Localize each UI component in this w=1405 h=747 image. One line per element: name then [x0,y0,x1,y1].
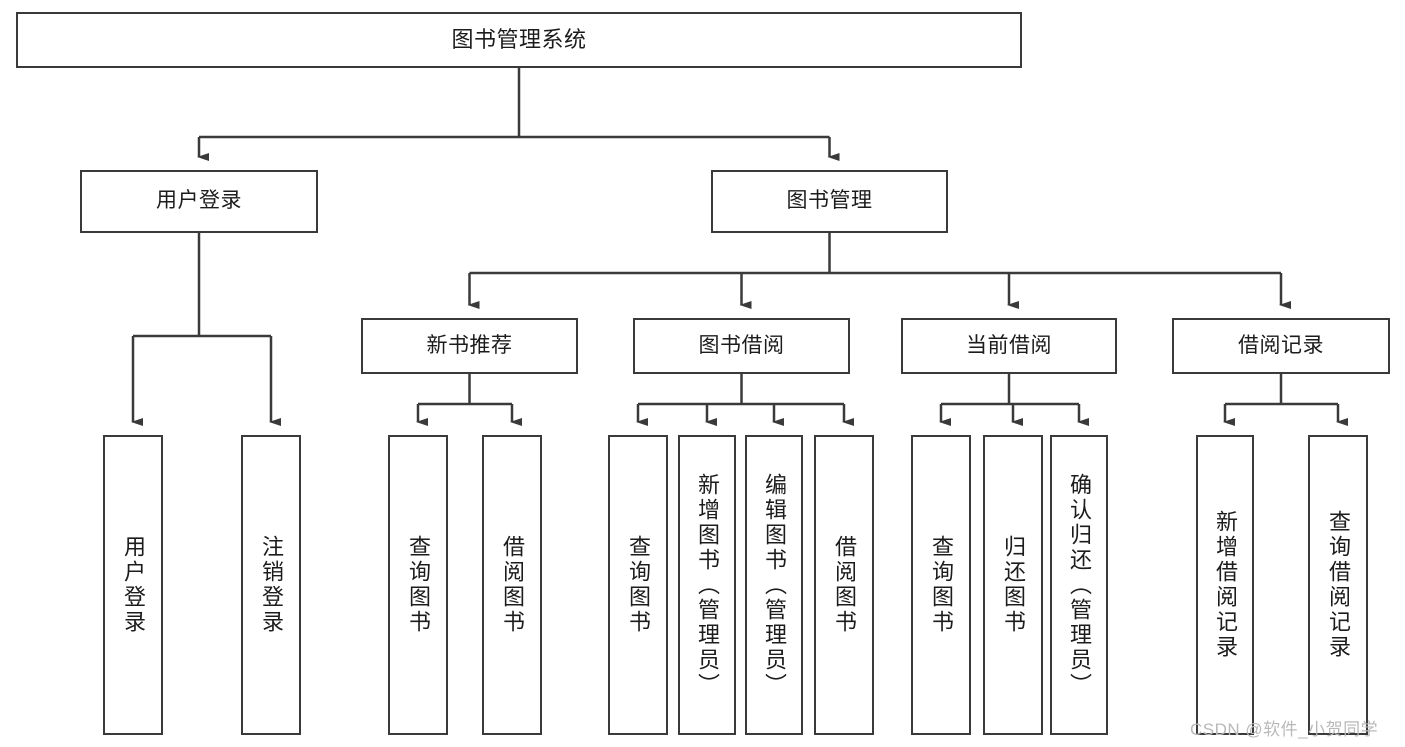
node-label: 借阅图书 [499,535,525,635]
node-leaf-q-record: 查询借阅记录 [1308,435,1368,735]
node-label: 查询图书 [928,535,954,635]
node-label: 确认归还（管理员） [1066,472,1092,698]
node-leaf-add-book: 新增图书（管理员） [678,435,736,735]
node-label: 用户登录 [120,535,146,635]
node-leaf-borrow-1: 借阅图书 [482,435,542,735]
node-label: 用户登录 [156,189,242,213]
node-label: 归还图书 [1000,535,1026,635]
node-leaf-logout: 注销登录 [241,435,301,735]
node-label: 图书借阅 [698,333,785,357]
node-leaf-return: 归还图书 [983,435,1043,735]
node-leaf-q-book-3: 查询图书 [911,435,971,735]
node-leaf-q-book-1: 查询图书 [388,435,448,735]
node-leaf-edit-book: 编辑图书（管理员） [745,435,803,735]
node-label: 查询图书 [405,535,431,635]
node-leaf-add-record: 新增借阅记录 [1196,435,1254,735]
node-book-manage: 图书管理 [711,170,948,233]
node-label: 图书管理系统 [451,27,587,53]
node-label: 新增图书（管理员） [694,472,720,698]
node-new-book-rec: 新书推荐 [361,318,578,374]
node-label: 图书管理 [786,189,873,213]
node-label: 借阅图书 [831,535,857,635]
node-leaf-user-login: 用户登录 [103,435,163,735]
node-label: 查询借阅记录 [1325,510,1351,660]
node-user-login: 用户登录 [80,170,318,233]
node-label: 借阅记录 [1238,333,1324,357]
node-root: 图书管理系统 [16,12,1022,68]
node-label: 新增借阅记录 [1212,510,1238,660]
node-label: 编辑图书（管理员） [761,472,787,698]
node-borrow-record: 借阅记录 [1172,318,1390,374]
node-leaf-q-book-2: 查询图书 [608,435,668,735]
node-leaf-borrow-2: 借阅图书 [814,435,874,735]
node-leaf-confirm: 确认归还（管理员） [1050,435,1108,735]
node-label: 新书推荐 [426,333,513,357]
node-label: 当前借阅 [966,333,1052,357]
node-current-borrow: 当前借阅 [901,318,1117,374]
node-label: 注销登录 [258,535,284,635]
node-book-borrow: 图书借阅 [633,318,850,374]
node-label: 查询图书 [625,535,651,635]
